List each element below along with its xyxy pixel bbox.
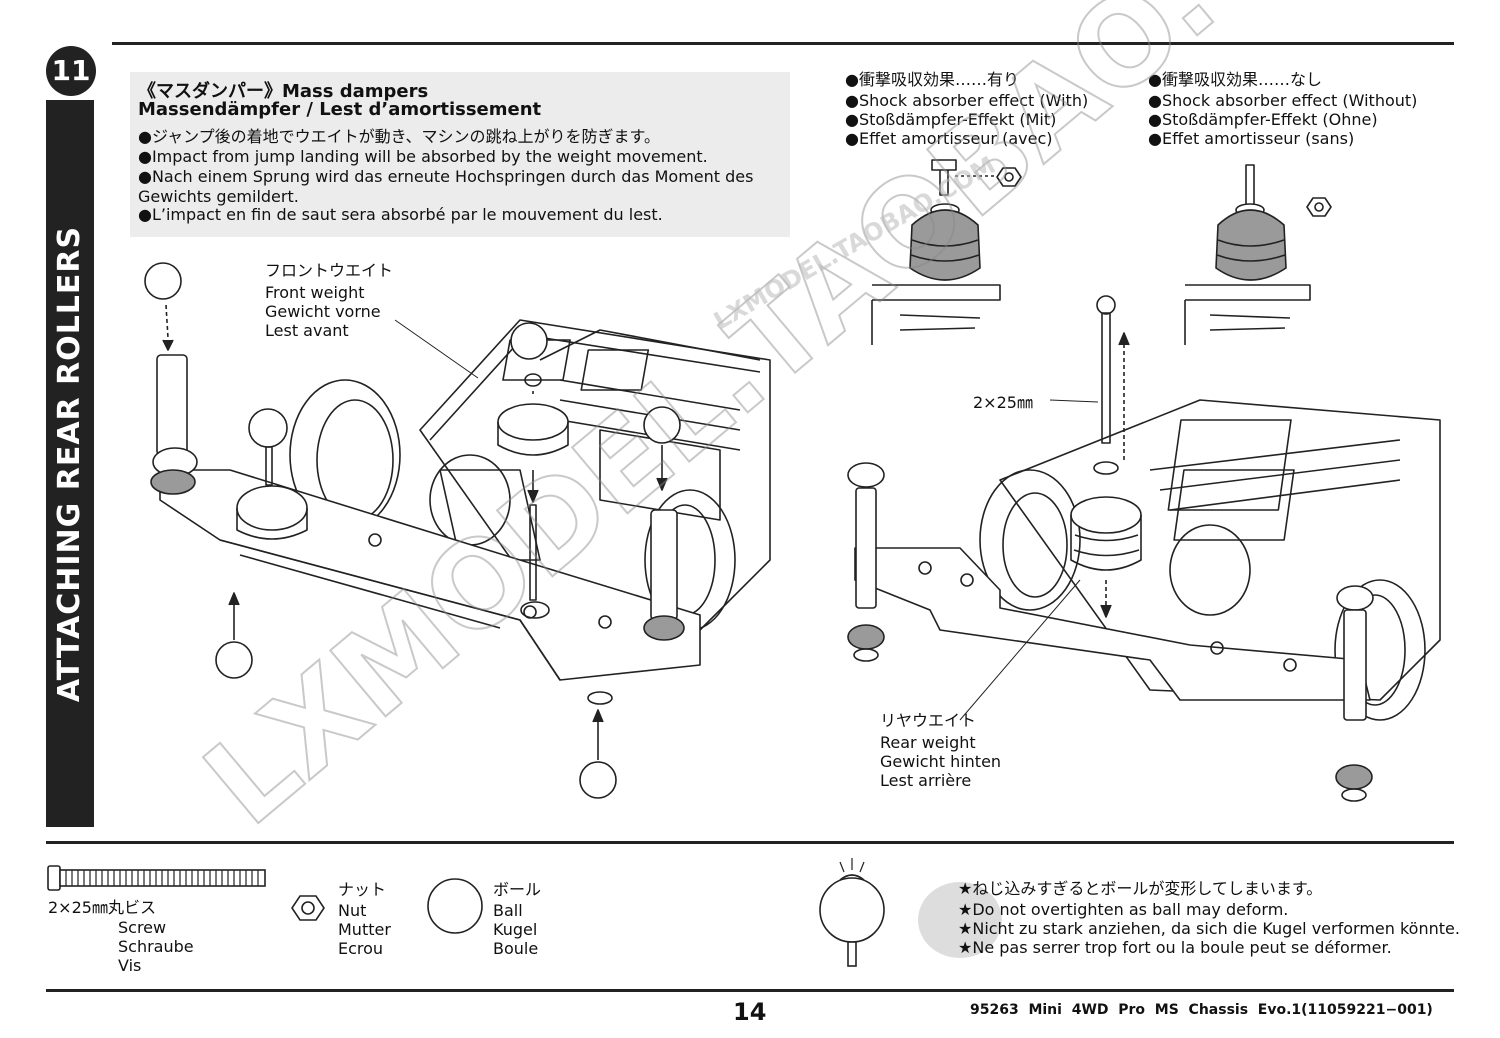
page-number: 14 <box>733 998 767 1026</box>
rear-weight-en: Rear weight <box>880 733 976 752</box>
shock-detail-without <box>1184 164 1332 345</box>
step-number-badge: 11 <box>46 46 96 96</box>
shock-detail-with <box>871 159 1022 345</box>
model-info: 95263 Mini 4WD Pro MS Chassis Evo.1(1105… <box>970 1002 1433 1018</box>
front-weight-de: Gewicht vorne <box>265 302 381 321</box>
note-heading-2: Massendämpfer / Lest d’amortissement <box>138 99 542 120</box>
warning-shade <box>918 882 1002 958</box>
ball-name-de: Kugel <box>493 920 538 939</box>
shock-with-de: ●Stoßdämpfer-Effekt (Mit) <box>845 110 1057 129</box>
nut-name-en: Nut <box>338 901 367 920</box>
note-line-jp: ●ジャンプ後の着地でウエイトが動き、マシンの跳ね上がりを防ぎます。 <box>138 127 660 146</box>
nut-name-fr: Ecrou <box>338 939 384 958</box>
warning-line-en: ★Do not overtighten as ball may deform. <box>958 900 1289 919</box>
rear-weight-fr: Lest arrière <box>880 771 972 790</box>
warning-line-jp: ★ねじ込みすぎるとボールが変形してしまいます。 <box>958 879 1323 898</box>
right-chassis-drawing <box>847 295 1441 802</box>
note-line-de-cont: Gewichts gemildert. <box>138 187 299 206</box>
note-heading-1: 《マスダンパー》Mass dampers <box>138 81 429 102</box>
shock-without-fr: ●Effet amortisseur (sans) <box>1148 129 1355 148</box>
shock-without-en: ●Shock absorber effect (Without) <box>1148 91 1418 110</box>
nut-name-de: Mutter <box>338 920 391 939</box>
legend-top-rule <box>46 841 1454 844</box>
screw-name-jp: 2×25㎜丸ビス <box>48 898 156 917</box>
shock-without-jp: ●衝撃吸収効果……なし <box>1148 70 1322 89</box>
front-weight-jp: フロントウエイト <box>265 261 394 280</box>
warning-line-de: ★Nicht zu stark anziehen, da sich die Ku… <box>958 919 1460 938</box>
nut-part-icon <box>291 895 325 921</box>
step-title-sidebar: ATTACHING REAR ROLLERS <box>46 100 94 827</box>
rear-weight-jp: リヤウエイト <box>880 711 977 730</box>
ball-name-en: Ball <box>493 901 523 920</box>
parts-legend-graphics <box>47 858 1002 967</box>
shock-with-jp: ●衝撃吸収効果……有り <box>845 70 1019 89</box>
warning-line-fr: ★Ne pas serrer trop fort ou la boule peu… <box>958 938 1392 957</box>
assembly-drawings <box>144 159 1441 802</box>
front-weight-en: Front weight <box>265 283 365 302</box>
screw-part-icon <box>47 865 266 891</box>
ball-name-jp: ボール <box>493 880 542 899</box>
screw-size-callout: 2×25㎜ <box>973 393 1033 412</box>
note-line-de: ●Nach einem Sprung wird das erneute Hoch… <box>138 167 754 186</box>
screw-name-en: Screw <box>118 918 167 937</box>
deformed-ball-warning-icon <box>819 858 885 967</box>
note-line-en: ●Impact from jump landing will be absorb… <box>138 147 708 166</box>
ball-part-icon <box>427 878 483 934</box>
note-line-fr: ●L’impact en fin de saut sera absorbé pa… <box>138 205 663 224</box>
mass-damper-note <box>130 72 790 237</box>
front-weight-fr: Lest avant <box>265 321 349 340</box>
shock-with-en: ●Shock absorber effect (With) <box>845 91 1089 110</box>
legend-bottom-rule <box>46 989 1454 992</box>
screw-name-de: Schraube <box>118 937 194 956</box>
rear-weight-de: Gewicht hinten <box>880 752 1002 771</box>
screw-name-fr: Vis <box>118 956 142 975</box>
shock-without-de: ●Stoßdämpfer-Effekt (Ohne) <box>1148 110 1378 129</box>
header-rule <box>112 42 1454 45</box>
nut-name-jp: ナット <box>338 880 387 899</box>
ball-name-fr: Boule <box>493 939 539 958</box>
left-chassis-drawing <box>144 262 771 799</box>
shock-with-fr: ●Effet amortisseur (avec) <box>845 129 1053 148</box>
